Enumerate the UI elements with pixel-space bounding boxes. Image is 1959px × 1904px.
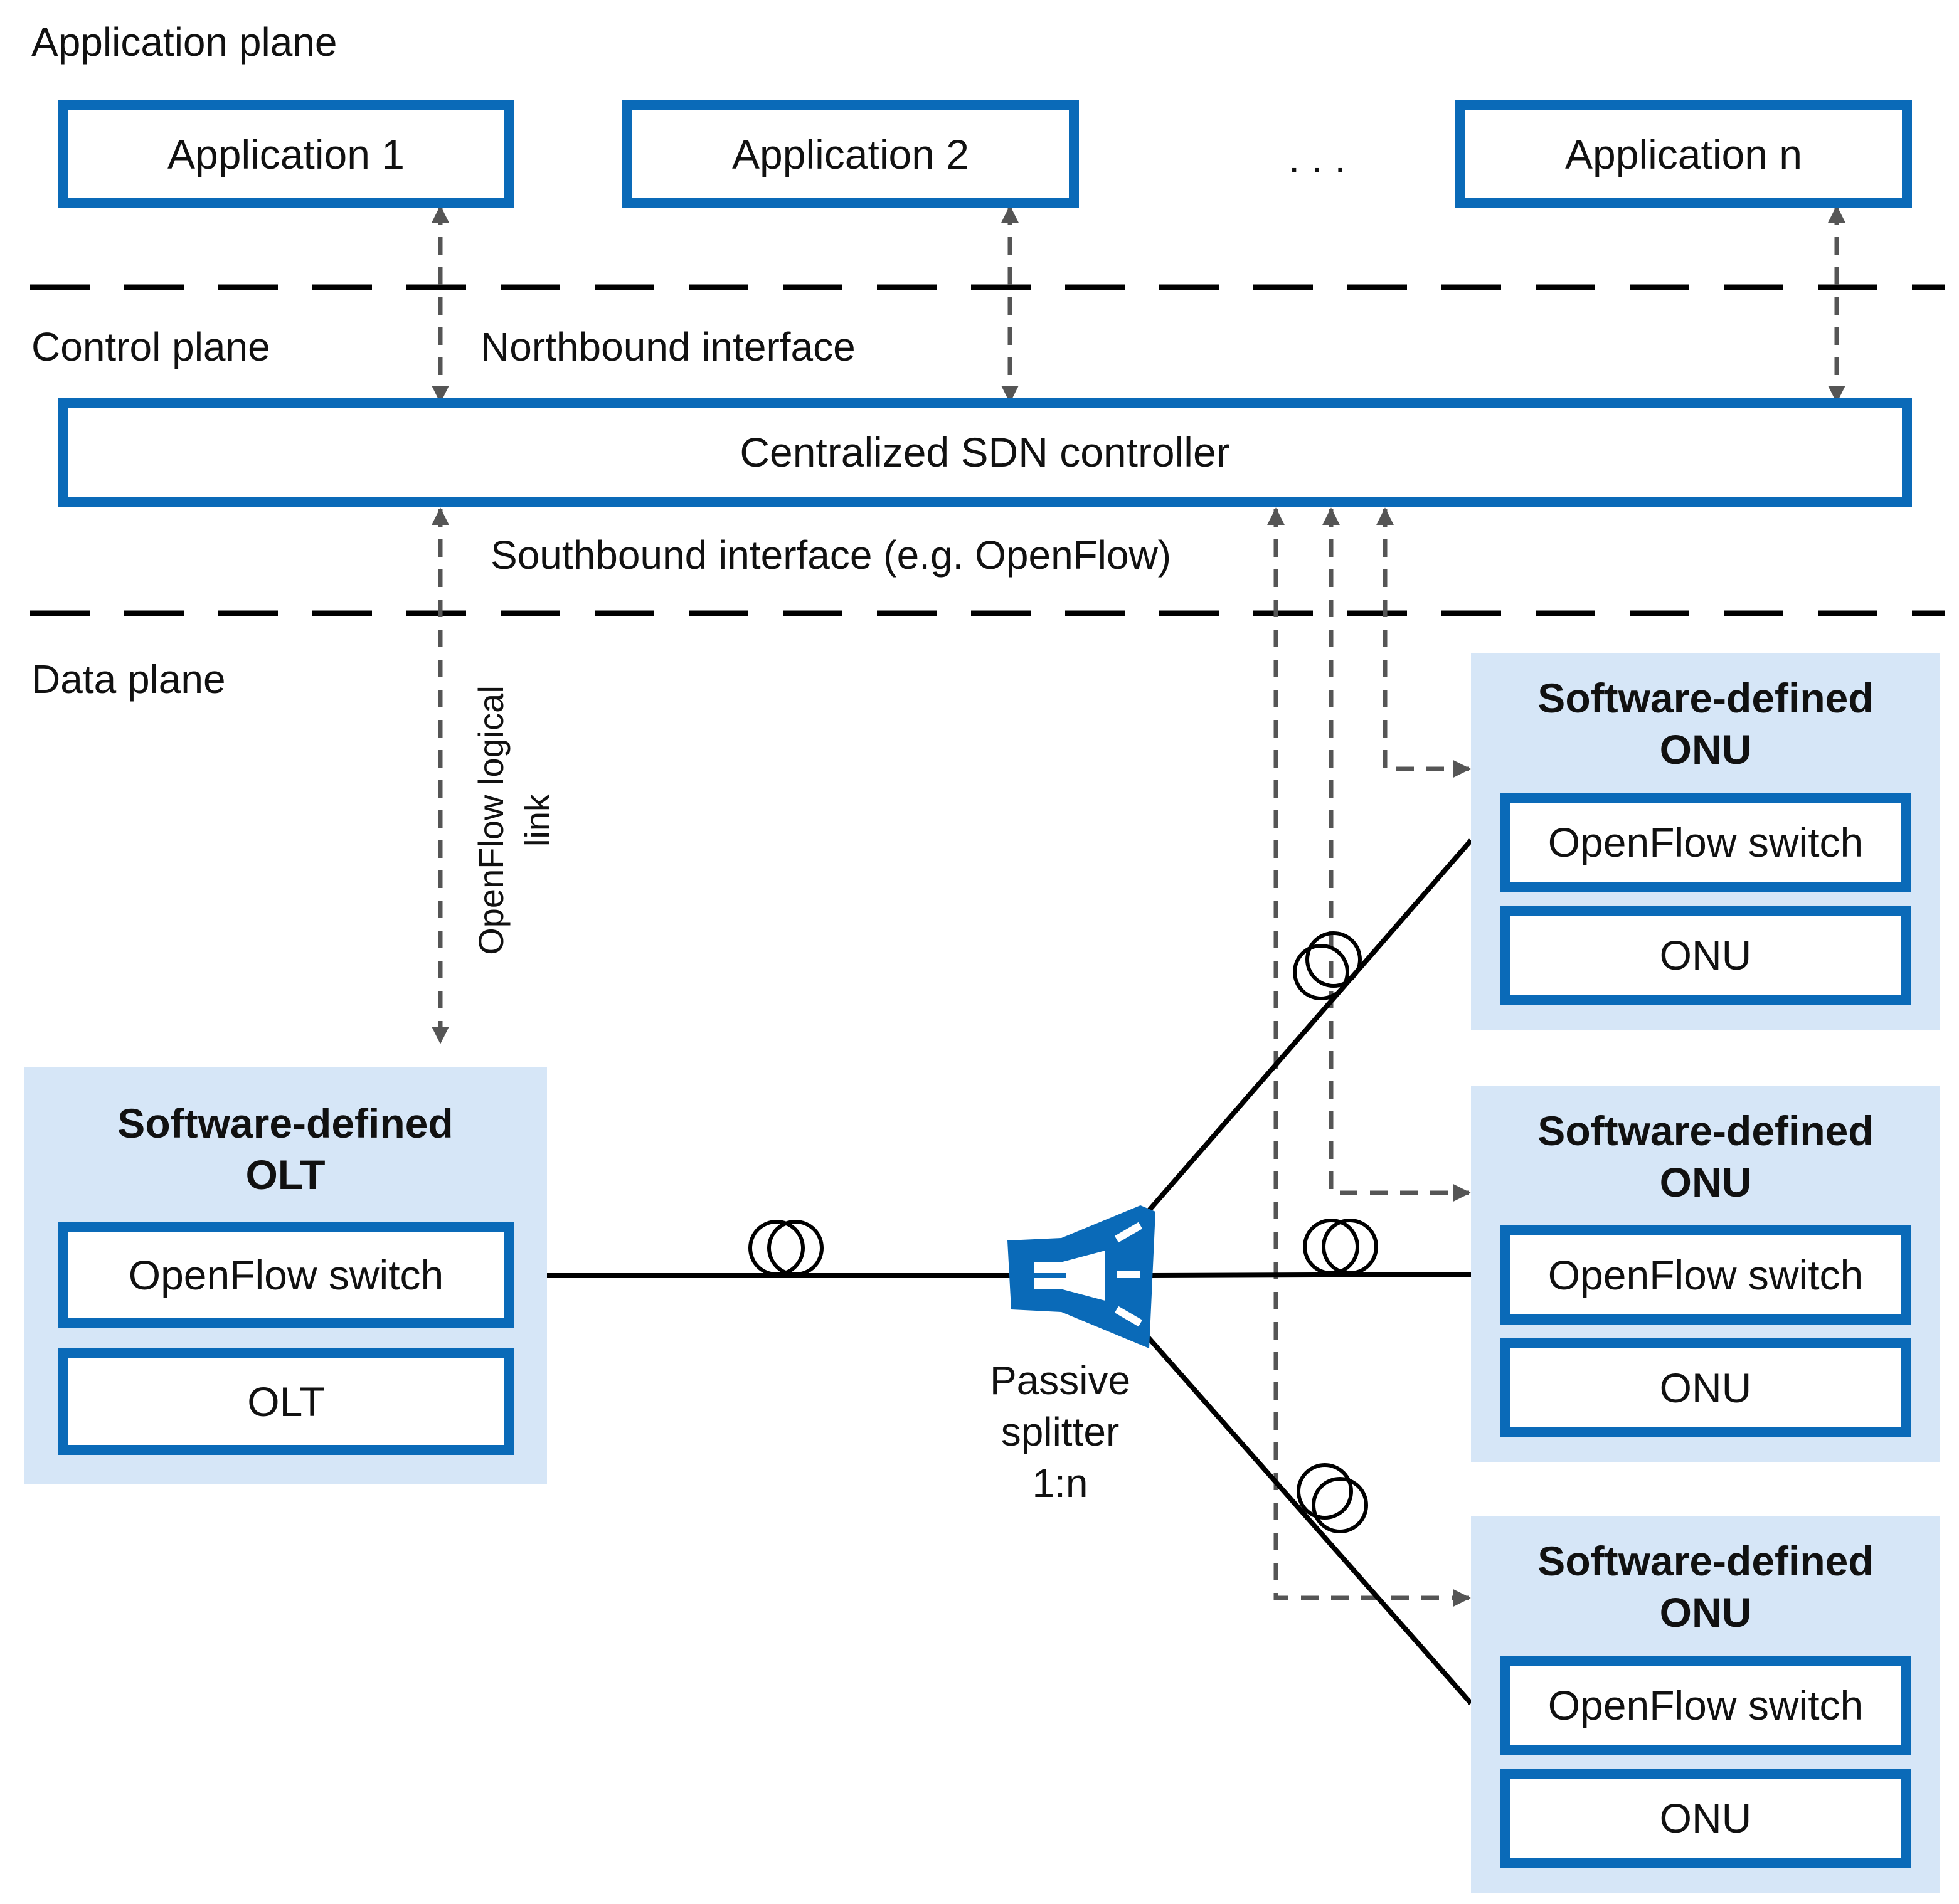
onu-3-openflow-switch-label: OpenFlow switch bbox=[1548, 1682, 1864, 1728]
olt-device-box[interactable]: OLT bbox=[58, 1348, 514, 1455]
onu-2-device-box[interactable]: ONU bbox=[1500, 1338, 1911, 1437]
sdn-controller-label: Centralized SDN controller bbox=[740, 429, 1230, 475]
olt-openflow-switch-label: OpenFlow switch bbox=[128, 1252, 444, 1298]
onu-2-group-title: Software-defined ONU bbox=[1537, 1108, 1874, 1205]
onu-3-group-title: Software-defined ONU bbox=[1537, 1538, 1874, 1636]
software-defined-onu-group-2: Software-defined ONU OpenFlow switch ONU bbox=[1471, 1086, 1940, 1462]
application-2-label: Application 2 bbox=[732, 131, 969, 177]
sdn-controller-box[interactable]: Centralized SDN controller bbox=[58, 398, 1912, 507]
onu-1-group-title: Software-defined ONU bbox=[1537, 675, 1874, 773]
southbound-arrows bbox=[432, 507, 1471, 1607]
software-defined-onu-group-3: Software-defined ONU OpenFlow switch ONU bbox=[1471, 1516, 1940, 1893]
software-defined-olt-group: Software-defined OLT OpenFlow switch OLT bbox=[24, 1067, 547, 1484]
northbound-arrows bbox=[432, 205, 1845, 403]
application-2-box[interactable]: Application 2 bbox=[622, 100, 1079, 208]
software-defined-onu-group-1: Software-defined ONU OpenFlow switch ONU bbox=[1471, 653, 1940, 1030]
openflow-logical-link-label: OpenFlow logical link bbox=[471, 685, 557, 955]
southbound-interface-label: Southbound interface (e.g. OpenFlow) bbox=[491, 532, 1172, 578]
onu-2-openflow-switch-box[interactable]: OpenFlow switch bbox=[1500, 1225, 1911, 1325]
fiber-splitter-onu2 bbox=[1150, 1272, 1472, 1278]
onu-1-openflow-switch-label: OpenFlow switch bbox=[1548, 819, 1864, 865]
application-1-label: Application 1 bbox=[167, 131, 405, 177]
onu-3-openflow-switch-box[interactable]: OpenFlow switch bbox=[1500, 1656, 1911, 1755]
application-1-box[interactable]: Application 1 bbox=[58, 100, 514, 208]
onu-3-device-label: ONU bbox=[1659, 1795, 1752, 1841]
onu-2-openflow-switch-label: OpenFlow switch bbox=[1548, 1252, 1864, 1298]
olt-device-label: OLT bbox=[247, 1378, 325, 1425]
northbound-interface-label: Northbound interface bbox=[480, 324, 856, 369]
applications-ellipsis: . . . bbox=[1288, 135, 1346, 181]
application-plane-label: Application plane bbox=[31, 19, 337, 65]
olt-openflow-switch-box[interactable]: OpenFlow switch bbox=[58, 1222, 514, 1328]
onu-2-device-label: ONU bbox=[1659, 1365, 1752, 1411]
data-plane-label: Data plane bbox=[31, 657, 226, 702]
application-n-label: Application n bbox=[1565, 131, 1802, 177]
onu-1-device-label: ONU bbox=[1659, 932, 1752, 978]
fiber-coil-icon bbox=[1303, 1219, 1378, 1275]
fiber-coil-icon bbox=[748, 1220, 824, 1276]
fiber-splitter-onu1 bbox=[1145, 838, 1473, 1214]
openflow-link-arrow-onu3 bbox=[1267, 507, 1471, 1607]
fiber-splitter-onu3 bbox=[1145, 1335, 1473, 1705]
onu-1-openflow-switch-box[interactable]: OpenFlow switch bbox=[1500, 793, 1911, 892]
openflow-link-arrow-onu1 bbox=[1376, 507, 1471, 778]
passive-splitter-icon bbox=[1007, 1205, 1155, 1348]
olt-group-title: Software-defined OLT bbox=[117, 1100, 454, 1198]
passive-splitter-label: Passive splitter 1:n bbox=[989, 1358, 1131, 1506]
control-plane-label: Control plane bbox=[31, 324, 270, 369]
fiber-coil-icon bbox=[1297, 1463, 1368, 1533]
fiber-coil-icon bbox=[1293, 931, 1362, 1000]
onu-3-device-box[interactable]: ONU bbox=[1500, 1769, 1911, 1868]
application-n-box[interactable]: Application n bbox=[1455, 100, 1912, 208]
onu-1-device-box[interactable]: ONU bbox=[1500, 906, 1911, 1005]
